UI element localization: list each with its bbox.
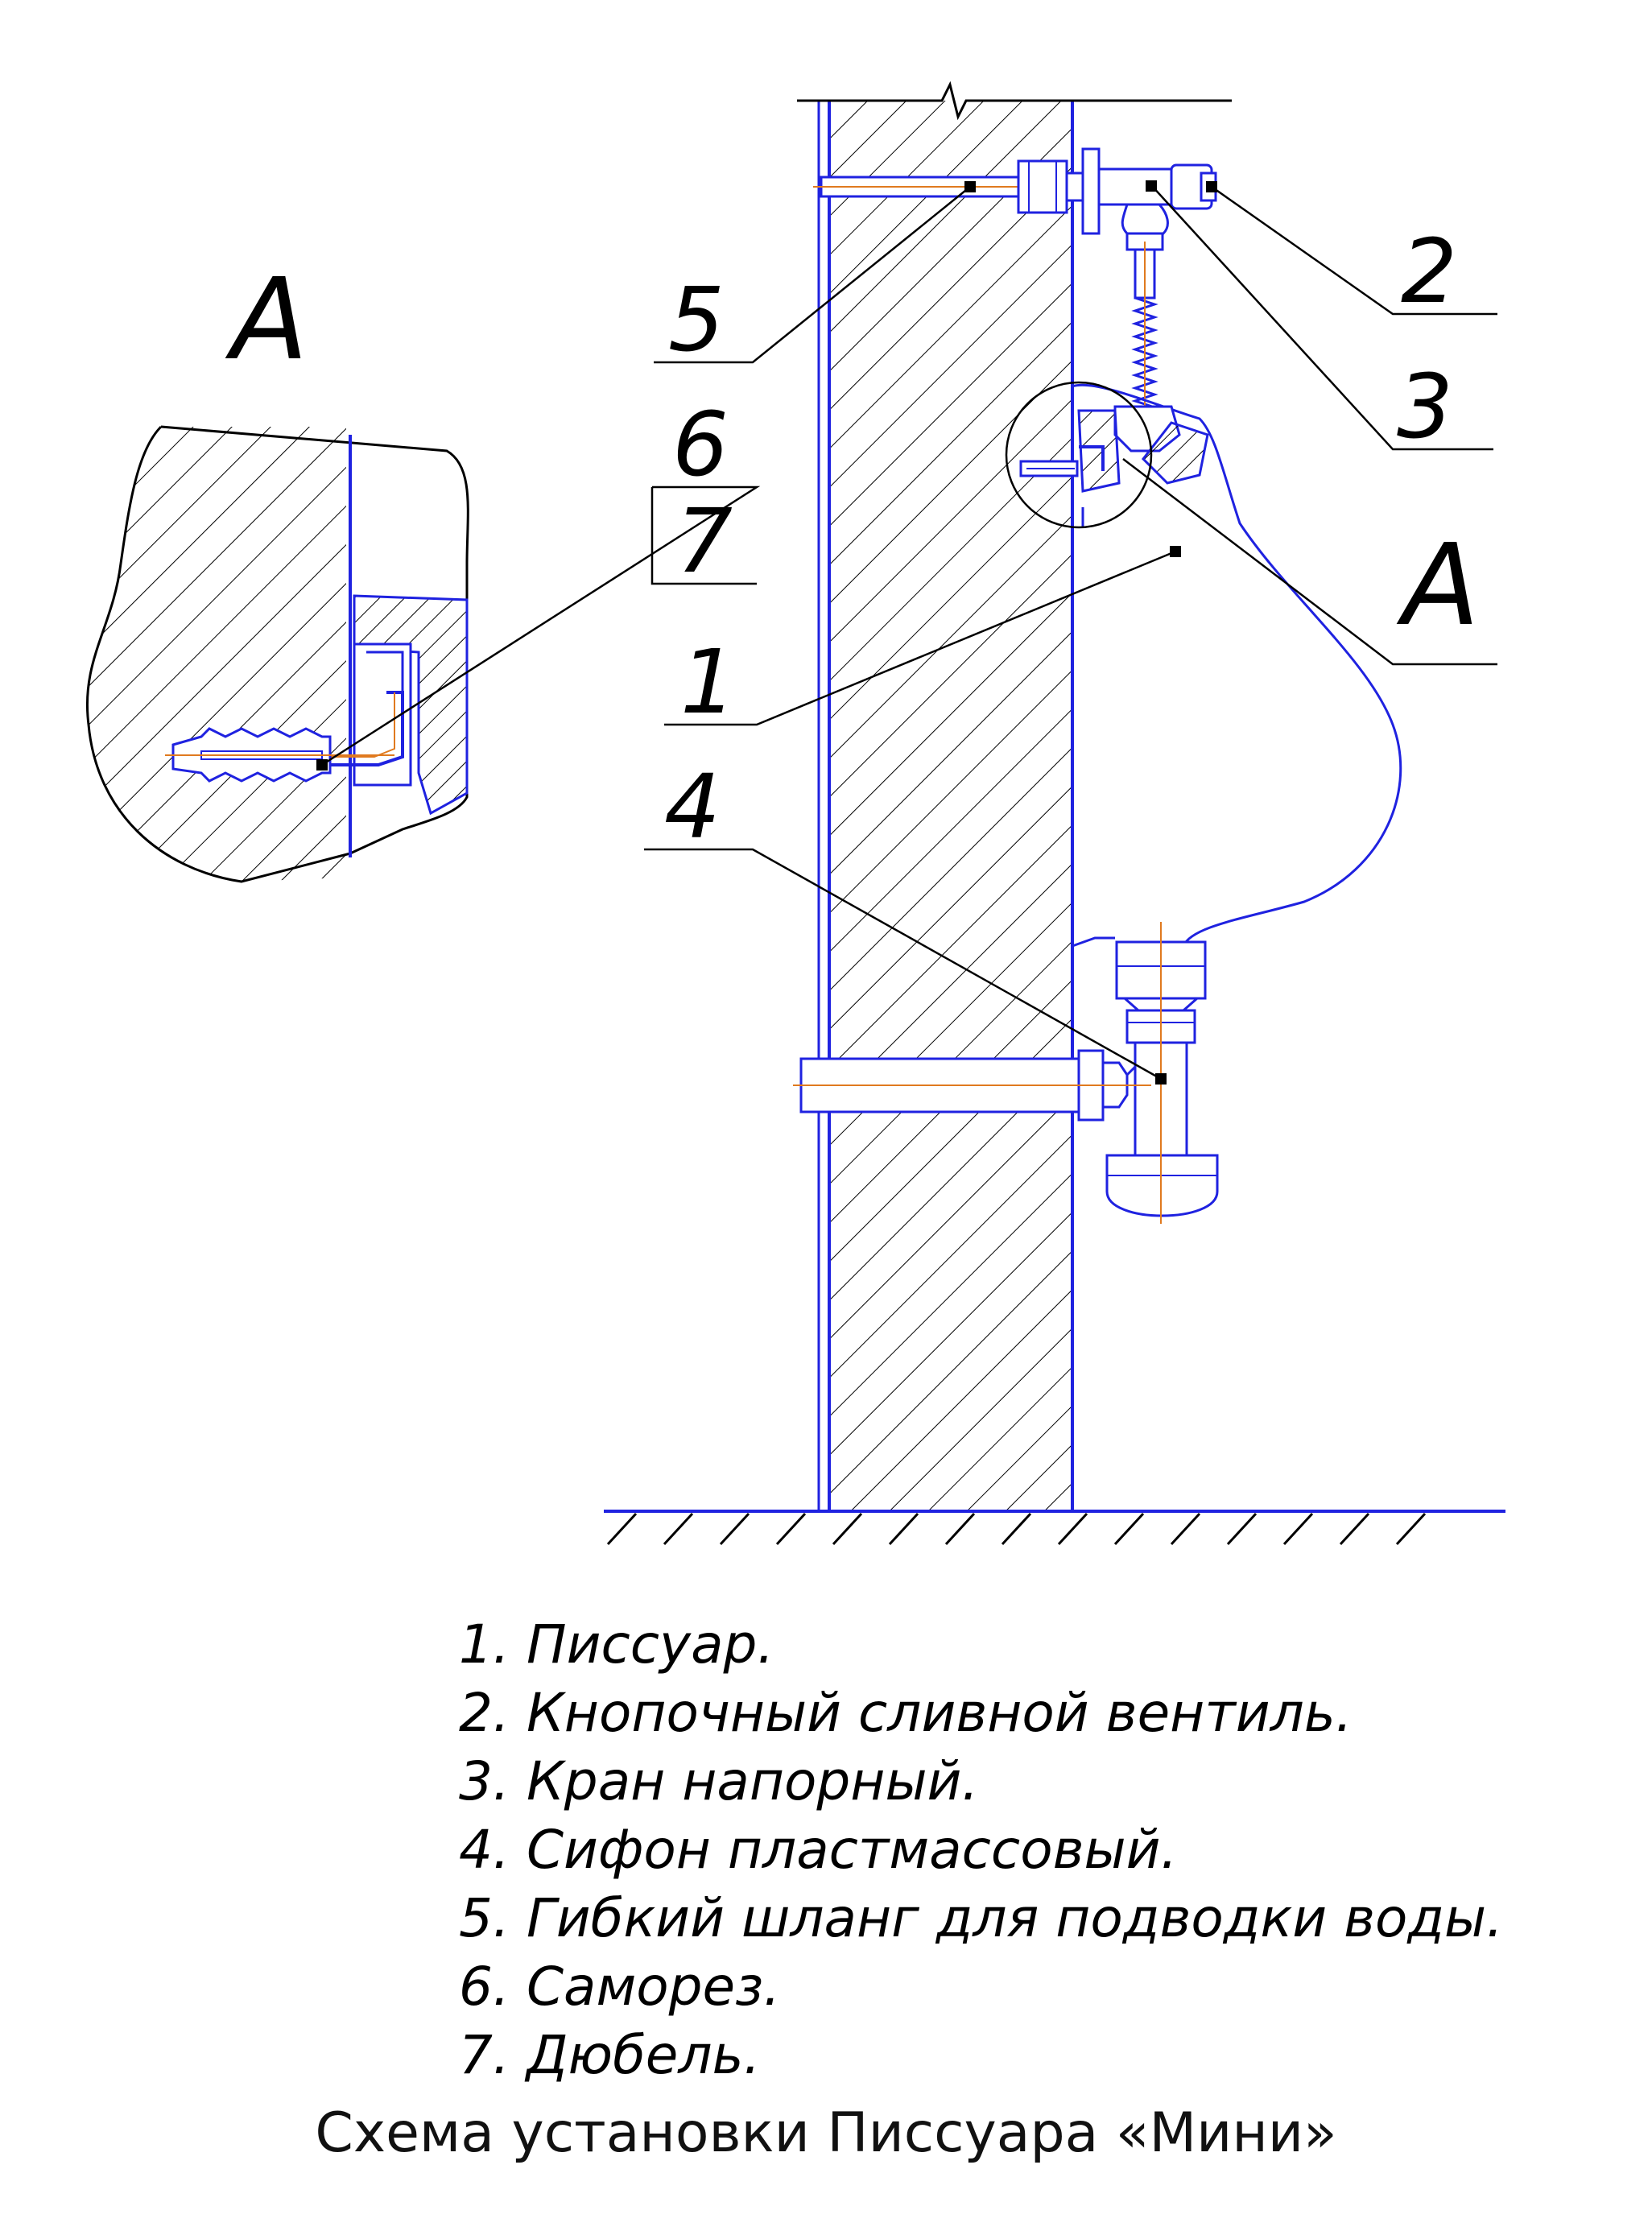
- detail-view-a: [85, 425, 469, 883]
- callout-1: 1: [680, 630, 737, 733]
- urinal: [1072, 383, 1402, 948]
- legend-item: 2. Кнопочный сливной вентиль.: [459, 1682, 1353, 1744]
- markers: [316, 180, 1217, 1085]
- view-a-label: A: [1396, 520, 1480, 651]
- dowel-small: [1019, 460, 1079, 477]
- legend-item: 7. Дюбель.: [459, 2024, 760, 2086]
- legend-item: 5. Гибкий шланг для подводки воды.: [459, 1887, 1503, 1949]
- legend: 1. Писсуар. 2. Кнопочный сливной вентиль…: [459, 1613, 1503, 2086]
- callout-6: 6: [672, 393, 729, 496]
- view-a-circle: [1005, 381, 1153, 529]
- detail-section-label: A: [225, 254, 308, 386]
- callout-2: 2: [1401, 220, 1457, 323]
- legend-item: 4. Сифон пластмассовый.: [459, 1819, 1177, 1881]
- siphon: [1105, 922, 1219, 1224]
- legend-item: 3. Кран напорный.: [459, 1750, 978, 1812]
- leader-lines: [321, 184, 1497, 1080]
- water-supply-pipe: [813, 159, 1208, 214]
- wall: [797, 81, 1232, 1511]
- drawing-caption: Схема установки Писсуара «Мини»: [315, 2101, 1337, 2165]
- callout-7: 7: [676, 490, 733, 593]
- legend-item: 6. Саморез.: [459, 1956, 780, 2018]
- callout-3: 3: [1397, 355, 1453, 458]
- legend-item: 1. Писсуар.: [459, 1613, 774, 1675]
- callout-4: 4: [664, 755, 721, 858]
- callout-5: 5: [668, 268, 725, 371]
- floor: [604, 1510, 1505, 1546]
- drain-pipe: [793, 1049, 1151, 1122]
